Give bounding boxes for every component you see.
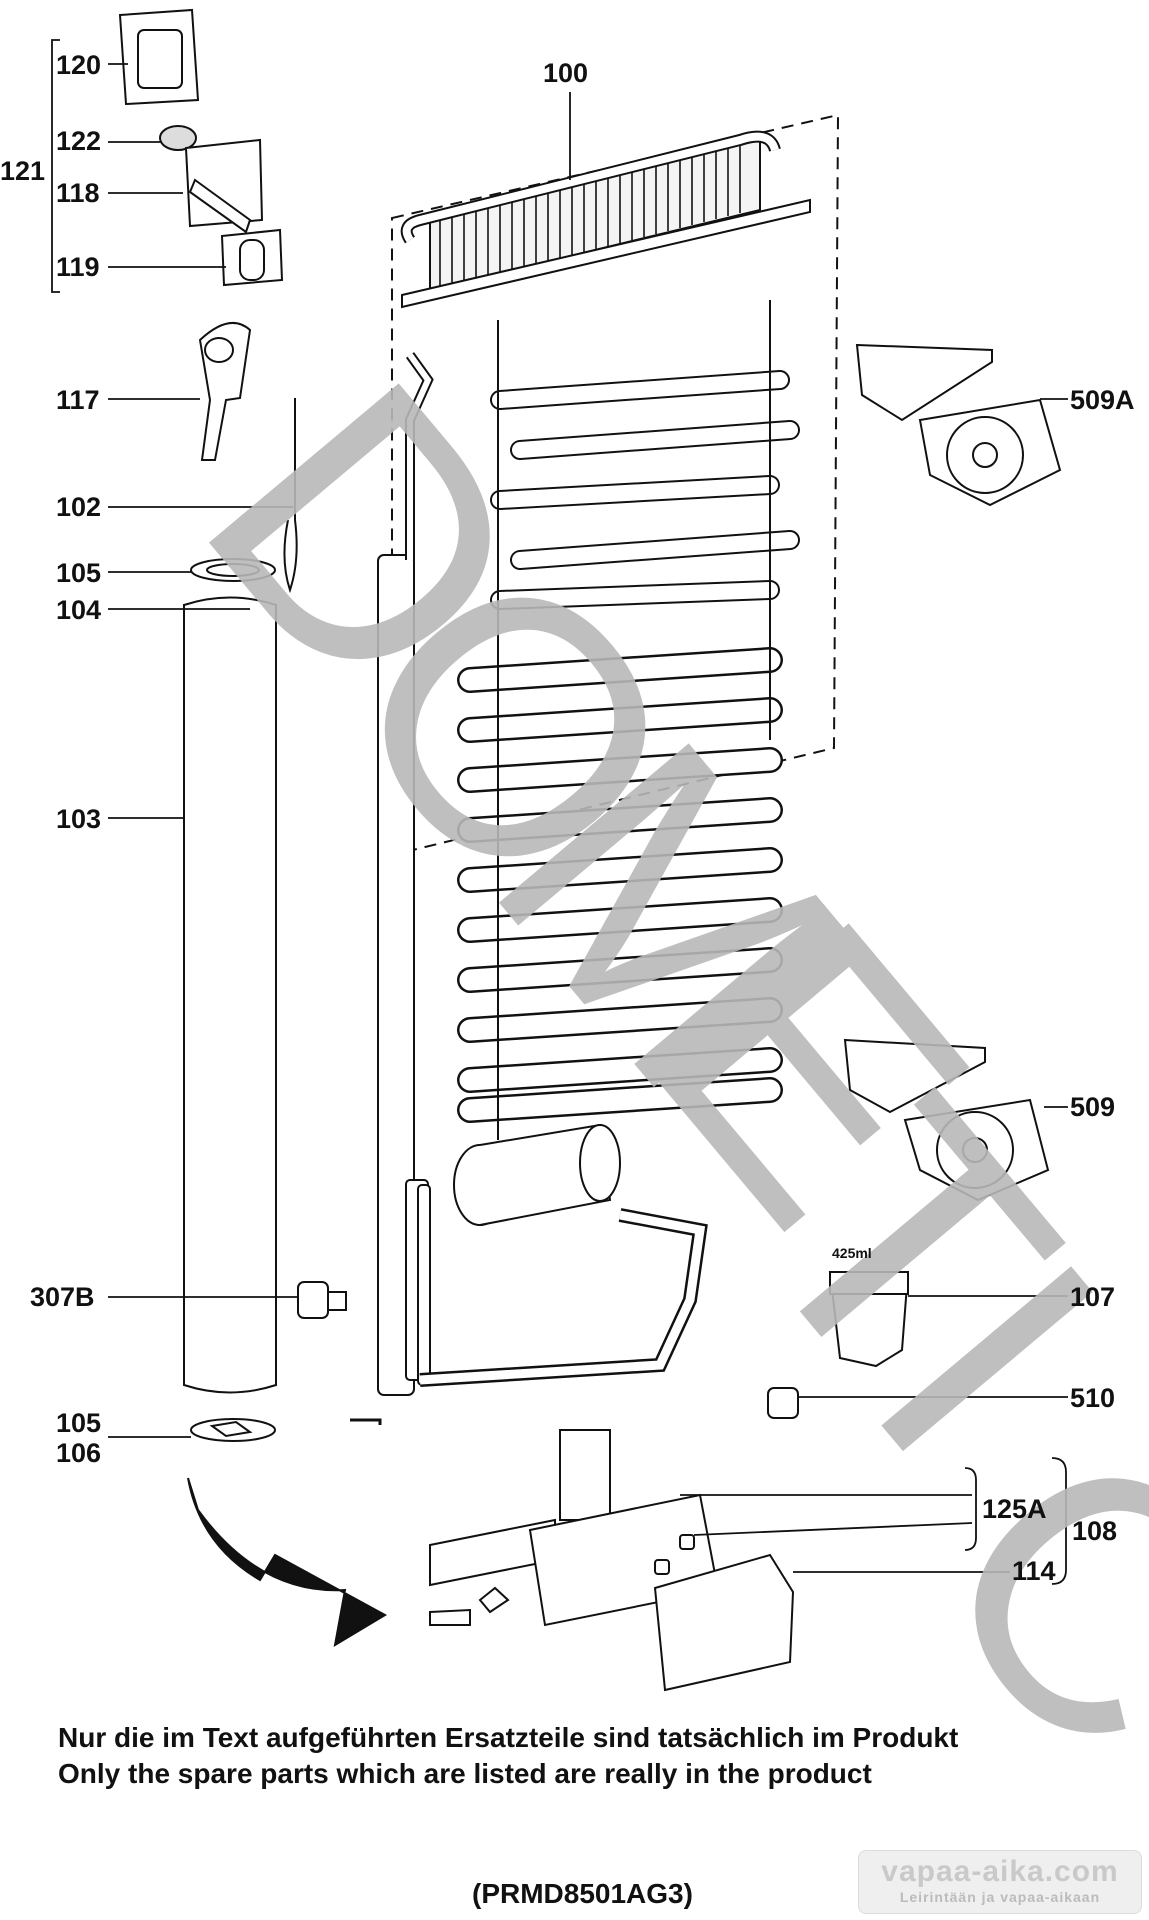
part-label-102: 102 — [56, 492, 102, 522]
direction-arrow — [187, 1477, 388, 1647]
site-watermark-tagline: Leirintään ja vapaa-aikaan — [899, 1889, 1101, 1905]
model-code: (PRMD8501AG3) — [472, 1878, 693, 1909]
site-watermark-name: vapaa-aika.com — [881, 1855, 1119, 1888]
part-label-125a: 125A — [982, 1494, 1047, 1524]
part-label-119: 119 — [56, 252, 100, 282]
part-label-107: 107 — [1070, 1282, 1116, 1312]
part-label-100: 100 — [543, 58, 589, 88]
accessory-parts-drawing — [429, 343, 1062, 1692]
cooling-unit-drawing — [350, 113, 840, 1425]
volume-label: 425ml — [832, 1245, 872, 1261]
part-label-104: 104 — [56, 595, 102, 625]
part-label-106: 106 — [56, 1438, 102, 1468]
part-label-103: 103 — [56, 804, 102, 834]
part-label-307b: 307B — [30, 1282, 95, 1312]
note-english: Only the spare parts which are listed ar… — [58, 1758, 872, 1789]
leader-lines — [51, 39, 1068, 1585]
part-label-105-top: 105 — [56, 558, 102, 588]
part-label-510: 510 — [1070, 1383, 1116, 1413]
part-label-114: 114 — [1012, 1556, 1056, 1586]
part-label-118: 118 — [56, 178, 100, 208]
part-label-122: 122 — [56, 126, 102, 156]
note-german: Nur die im Text aufgeführten Ersatzteile… — [58, 1722, 959, 1753]
part-label-121: 121 — [0, 156, 46, 186]
part-label-117: 117 — [56, 385, 100, 415]
part-label-509a: 509A — [1070, 385, 1135, 415]
part-label-120: 120 — [56, 50, 102, 80]
part-label-105-bottom: 105 — [56, 1408, 102, 1438]
burner-parts-drawing — [118, 8, 347, 1442]
part-label-108: 108 — [1072, 1516, 1118, 1546]
part-label-509: 509 — [1070, 1092, 1116, 1122]
site-watermark: vapaa-aika.com Leirintään ja vapaa-aikaa… — [858, 1850, 1142, 1914]
